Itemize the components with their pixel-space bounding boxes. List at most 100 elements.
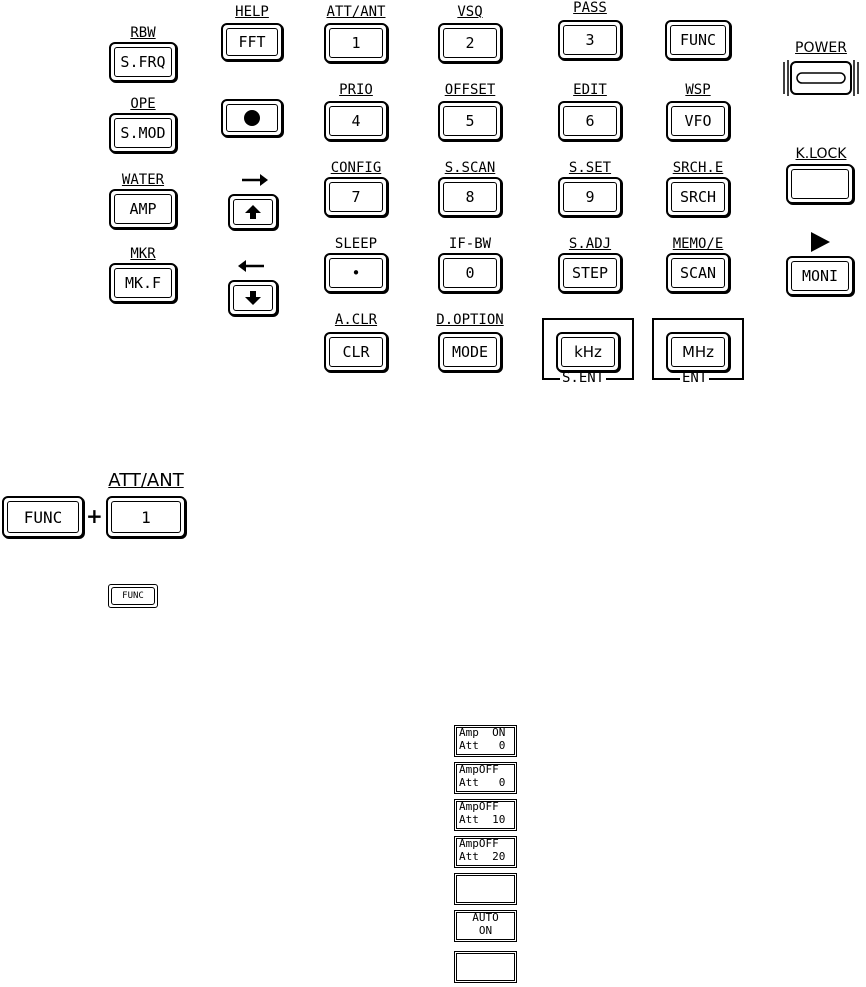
step-button[interactable]: STEP xyxy=(558,253,622,293)
key-0[interactable]: IF-BW 0 xyxy=(414,236,526,296)
lcd-line: Att 0 xyxy=(459,739,506,752)
key-amp[interactable]: WATER AMP xyxy=(108,172,178,232)
combo-func-button[interactable]: FUNC xyxy=(2,496,84,538)
key-9[interactable]: S.SET 9 xyxy=(534,160,646,220)
func-button[interactable]: FUNC xyxy=(665,20,731,60)
s-mod-button[interactable]: S.MOD xyxy=(109,113,177,153)
two-button[interactable]: 2 xyxy=(438,23,502,63)
dot-button[interactable]: • xyxy=(324,253,388,293)
mk-f-button[interactable]: MK.F xyxy=(109,263,177,303)
play-icon xyxy=(811,232,830,252)
ent-frame xyxy=(652,318,744,380)
small-func-button[interactable]: FUNC xyxy=(108,584,158,608)
s-frq-button[interactable]: S.FRQ xyxy=(109,42,177,82)
lcd-amp-on-att-0: Amp ON Att 0 xyxy=(454,725,517,757)
key-label-pass: PASS xyxy=(573,0,607,16)
five-button[interactable]: 5 xyxy=(438,101,502,141)
power-switch-icon xyxy=(783,60,859,96)
lcd-line: Att 0 xyxy=(459,776,506,789)
key-label-s-scan: S.SCAN xyxy=(444,160,496,176)
key-up[interactable] xyxy=(228,170,278,234)
key-4[interactable]: PRIO 4 xyxy=(300,82,412,142)
key-label-mkr: MKR xyxy=(130,246,156,262)
lcd-line: Amp ON xyxy=(459,726,506,739)
vfo-button[interactable]: VFO xyxy=(666,101,730,141)
mhz-button[interactable]: MHz xyxy=(666,332,730,372)
scan-button[interactable]: SCAN xyxy=(666,253,730,293)
power-button[interactable] xyxy=(782,58,860,98)
key-label-offset: OFFSET xyxy=(444,82,496,98)
arrow-down-icon xyxy=(245,291,261,305)
lcd-line: AUTO xyxy=(472,911,499,924)
khz-button[interactable]: kHz xyxy=(556,332,620,372)
srch-button[interactable]: SRCH xyxy=(666,177,730,217)
key-fft[interactable]: HELP FFT xyxy=(220,4,284,64)
key-label-memo-e: MEMO/E xyxy=(672,236,724,252)
down-button[interactable] xyxy=(228,280,278,316)
key-5[interactable]: OFFSET 5 xyxy=(414,82,526,142)
record-button[interactable] xyxy=(221,99,283,137)
k-lock-button[interactable] xyxy=(786,164,854,204)
clr-button[interactable]: CLR xyxy=(324,332,388,372)
key-label-wsp: WSP xyxy=(685,82,711,98)
one-button[interactable]: 1 xyxy=(324,23,388,63)
key-7[interactable]: CONFIG 7 xyxy=(300,160,412,220)
up-button[interactable] xyxy=(228,194,278,230)
moni-button[interactable]: MONI xyxy=(786,256,854,296)
six-button[interactable]: 6 xyxy=(558,101,622,141)
arrow-left-icon xyxy=(238,260,264,272)
seven-button[interactable]: 7 xyxy=(324,177,388,217)
key-label-help: HELP xyxy=(235,4,269,20)
lcd-line: AmpOFF xyxy=(459,800,499,813)
key-1[interactable]: ATT/ANT 1 xyxy=(300,4,412,64)
s-ent-label: S.ENT xyxy=(560,370,607,386)
key-step[interactable]: S.ADJ STEP xyxy=(534,236,646,296)
lcd-blank xyxy=(454,873,517,905)
amp-button[interactable]: AMP xyxy=(109,189,177,229)
key-label-srch-e: SRCH.E xyxy=(672,160,724,176)
s-ent-frame xyxy=(542,318,634,380)
key-8[interactable]: S.SCAN 8 xyxy=(414,160,526,220)
mode-button[interactable]: MODE xyxy=(438,332,502,372)
key-label-config: CONFIG xyxy=(330,160,382,176)
key-label-prio: PRIO xyxy=(339,82,373,98)
three-button[interactable]: 3 xyxy=(558,20,622,60)
lcd-amp-off-att-0: AmpOFF Att 0 xyxy=(454,762,517,794)
power-label: POWER xyxy=(795,40,847,56)
fft-button[interactable]: FFT xyxy=(221,23,283,61)
key-2[interactable]: VSQ 2 xyxy=(414,4,526,64)
key-down[interactable] xyxy=(228,256,278,320)
eight-button[interactable]: 8 xyxy=(438,177,502,217)
key-clr[interactable]: A.CLR CLR xyxy=(300,312,412,372)
key-mode[interactable]: D.OPTION MODE xyxy=(414,312,526,372)
lcd-line: Att 10 xyxy=(459,813,506,826)
key-label-if-bw: IF-BW xyxy=(448,236,492,252)
nine-button[interactable]: 9 xyxy=(558,177,622,217)
key-scan[interactable]: MEMO/E SCAN xyxy=(660,236,736,296)
lcd-amp-off-att-10: AmpOFF Att 10 xyxy=(454,799,517,831)
four-button[interactable]: 4 xyxy=(324,101,388,141)
key-label-a-clr: A.CLR xyxy=(334,312,378,328)
key-label-rbw: RBW xyxy=(130,25,156,41)
key-label-ope: OPE xyxy=(130,96,156,112)
key-3[interactable]: PASS 3 xyxy=(534,0,646,64)
key-6[interactable]: EDIT 6 xyxy=(534,82,646,142)
k-lock-label: K.LOCK xyxy=(795,146,847,162)
lcd-line: AmpOFF xyxy=(459,837,499,850)
arrow-up-icon xyxy=(245,205,261,219)
lcd-line: ON xyxy=(478,924,493,937)
lcd-line: Att 20 xyxy=(459,850,506,863)
key-label-vsq: VSQ xyxy=(457,4,483,20)
zero-button[interactable]: 0 xyxy=(438,253,502,293)
key-s-mod[interactable]: OPE S.MOD xyxy=(108,96,178,156)
record-dot-icon xyxy=(244,110,260,126)
key-srch[interactable]: SRCH.E SRCH xyxy=(660,160,736,220)
key-vfo[interactable]: WSP VFO xyxy=(660,82,736,142)
combo-att-ant-label: ATT/ANT xyxy=(108,470,184,491)
key-mk-f[interactable]: MKR MK.F xyxy=(108,246,178,306)
key-s-frq[interactable]: RBW S.FRQ xyxy=(108,25,178,85)
lcd-line: AmpOFF xyxy=(459,763,499,776)
key-label-sleep: SLEEP xyxy=(334,236,378,252)
combo-one-button[interactable]: 1 xyxy=(106,496,186,538)
key-dot[interactable]: SLEEP • xyxy=(300,236,412,296)
